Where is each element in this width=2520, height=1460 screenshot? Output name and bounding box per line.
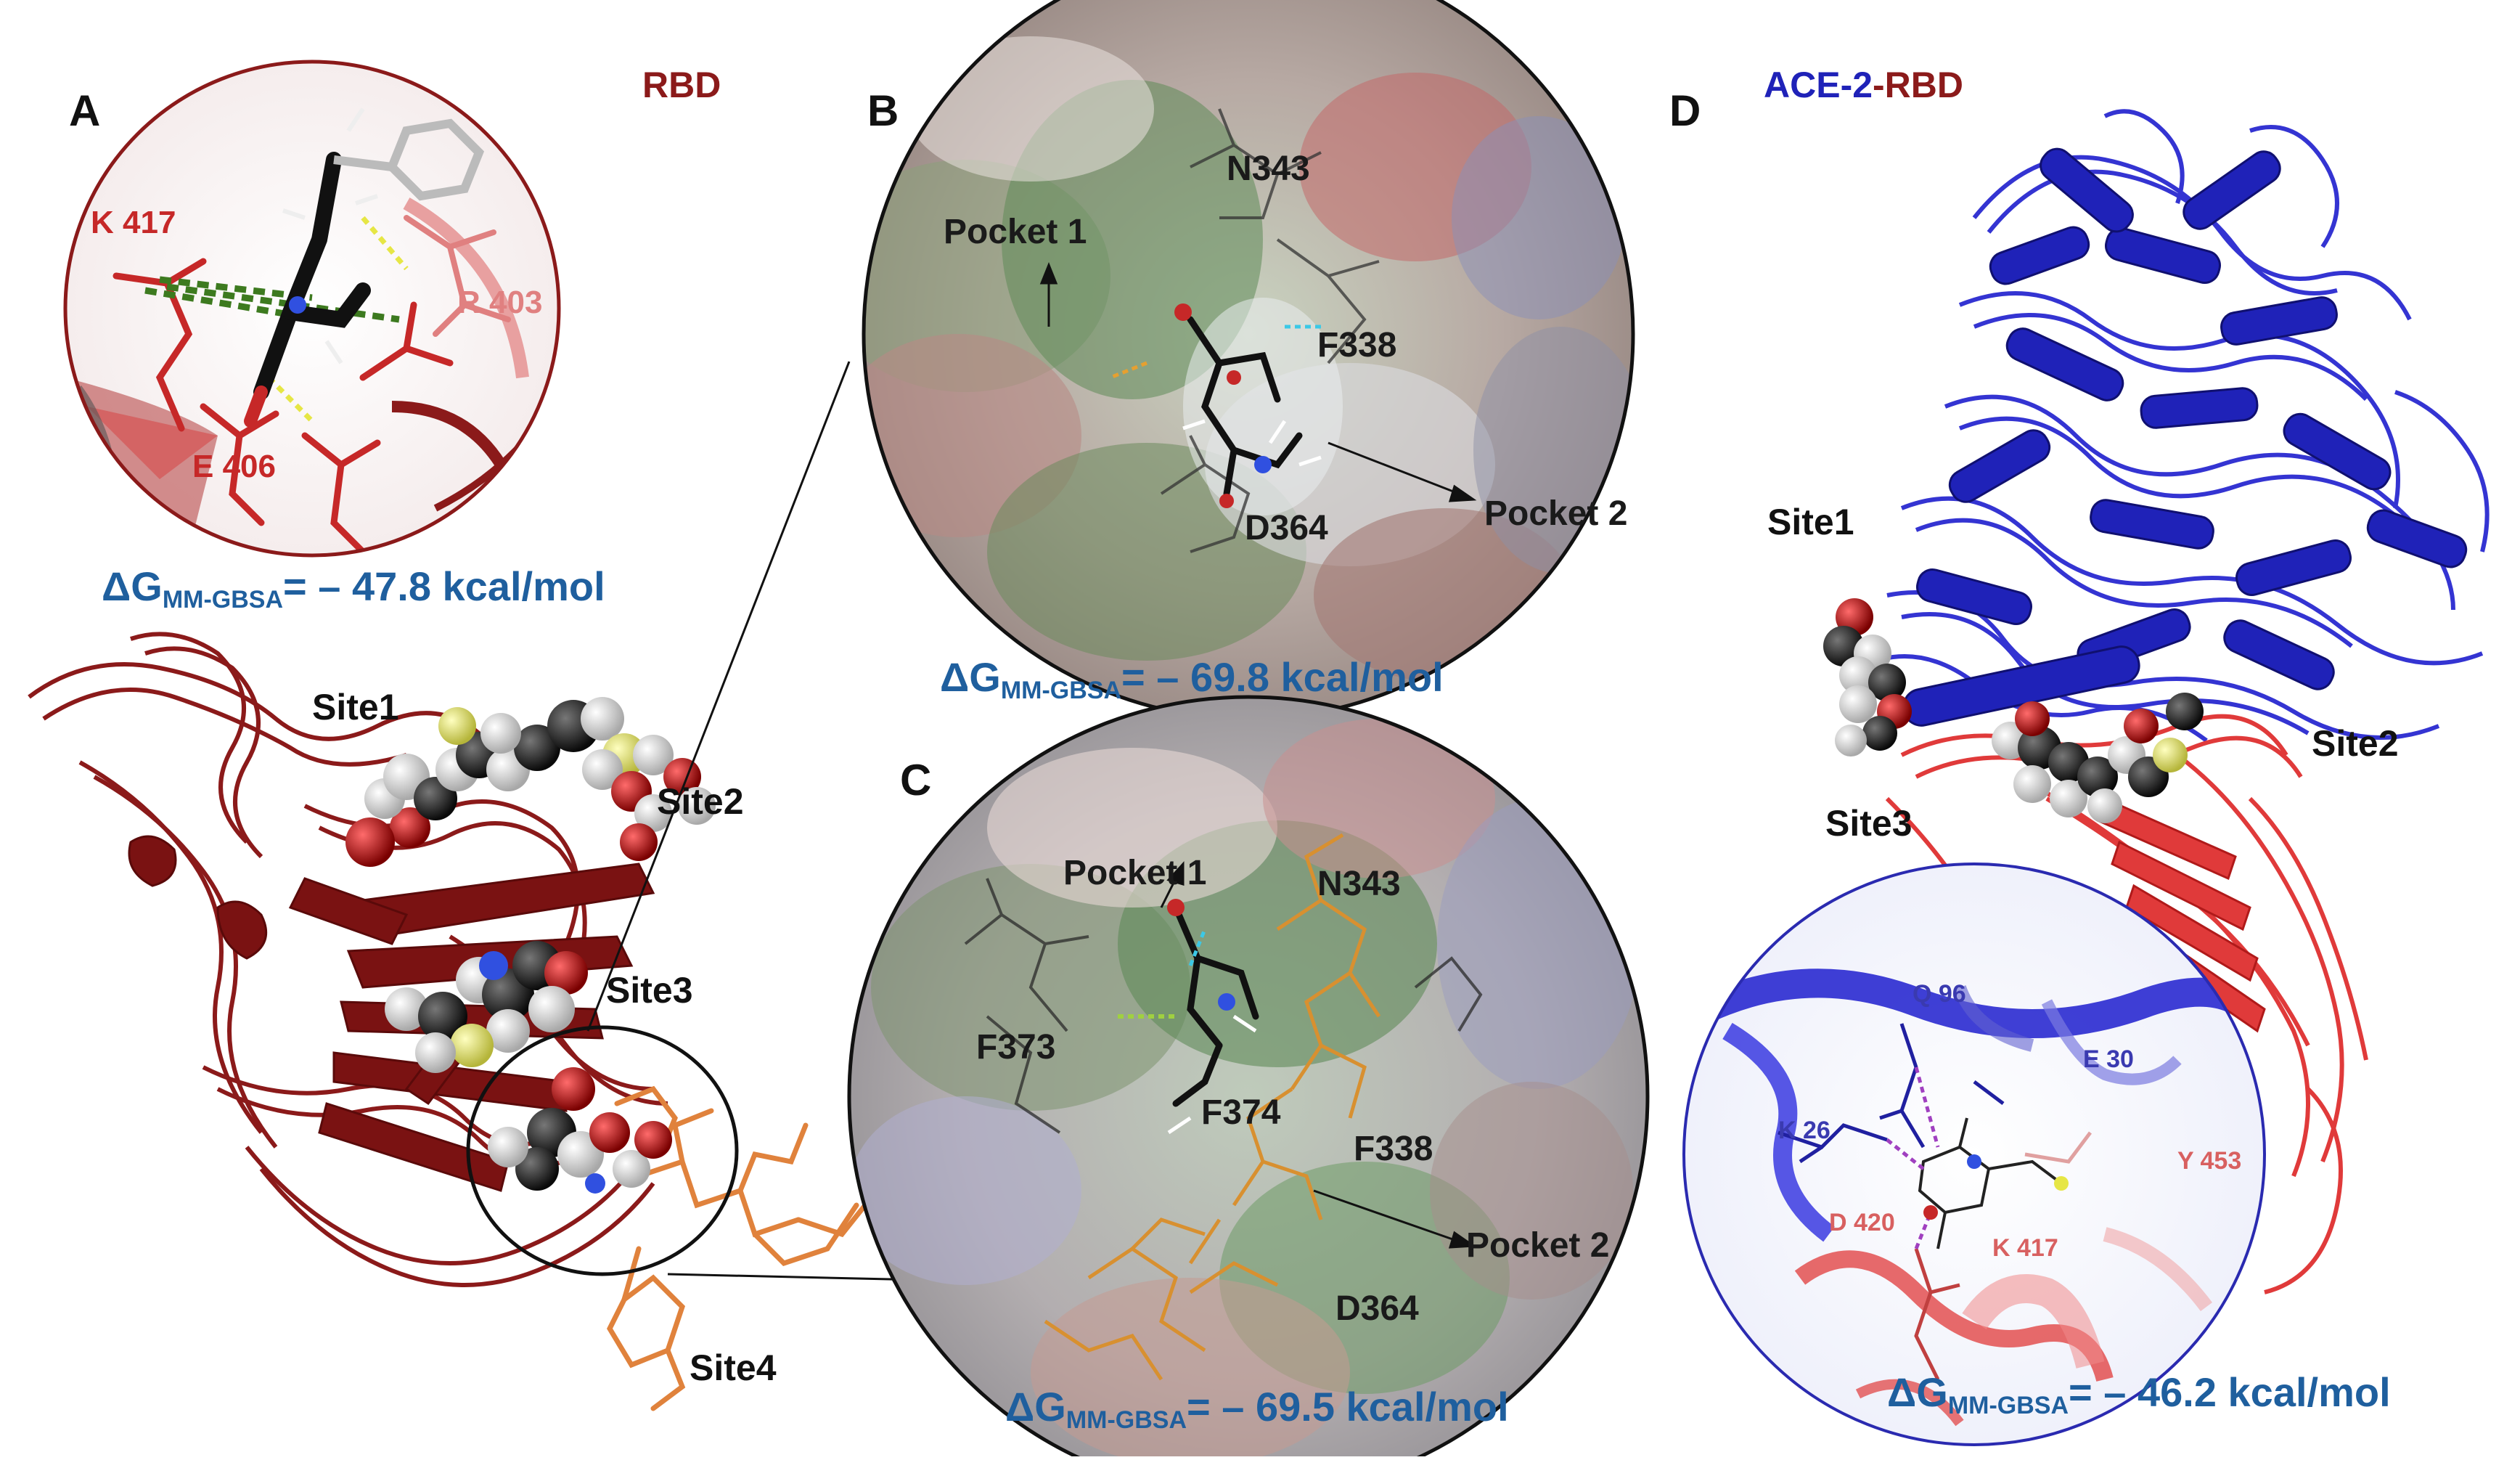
panel-d-ligands (1823, 598, 2204, 823)
site1-label: Site1 (312, 687, 399, 727)
residue-label-d364-c: D364 (1335, 1289, 1419, 1328)
residue-label-f373: F373 (976, 1028, 1056, 1067)
panel-d-inset (1684, 864, 2265, 1445)
pocket-2-label: Pocket 2 (1484, 494, 1628, 533)
site2-label: Site2 (657, 781, 744, 822)
site3-label: Site3 (606, 970, 693, 1011)
panel-c-pocket-arrows (1160, 861, 1477, 1249)
residue-label-e30: E 30 (2083, 1045, 2134, 1073)
panel-d-title: ACE-2-RBD (1764, 65, 1964, 105)
residue-label-d420: D 420 (1829, 1209, 1895, 1236)
panel-a-ligands (345, 697, 716, 1194)
residue-label-n343-c: N343 (1317, 865, 1401, 903)
residue-label-k417-d: K 417 (1992, 1234, 2058, 1262)
residue-label-n343: N343 (1227, 150, 1310, 188)
panel-a-letter: A (69, 86, 101, 135)
residue-label-k417: K 417 (91, 205, 176, 240)
pocket-1-label-c: Pocket 1 (1063, 854, 1207, 892)
panel-a-title: RBD (642, 65, 721, 105)
panel-c-letter: C (900, 756, 932, 804)
residue-label-f338: F338 (1317, 326, 1397, 364)
panel-d-binding-energy: ΔGMM-GBSA= – 46.2 kcal/mol (1887, 1369, 2391, 1419)
panel-b-pocket-arrows (1039, 261, 1477, 502)
panel-b-binding-energy: ΔGMM-GBSA= – 69.8 kcal/mol (940, 654, 1444, 704)
site4-label: Site4 (690, 1347, 777, 1388)
panel-d-ace2-helices (1902, 147, 2468, 727)
panel-b-surface (864, 0, 1633, 719)
panel-d-site2-label: Site2 (2312, 723, 2399, 764)
residue-label-e406: E 406 (192, 449, 276, 484)
panel-d-site1-label: Site1 (1767, 502, 1854, 542)
residue-label-r403: R 403 (457, 285, 543, 320)
site3-highlight-circle (466, 1025, 739, 1276)
panel-b-letter: B (867, 86, 899, 135)
pocket-2-label-c: Pocket 2 (1466, 1226, 1610, 1265)
residue-label-k26: K 26 (1778, 1117, 1830, 1144)
panel-d-site3-label: Site3 (1825, 803, 1912, 844)
panel-a-inset (65, 62, 559, 555)
residue-label-q96: Q 96 (1912, 980, 1966, 1008)
residue-label-f374: F374 (1201, 1093, 1281, 1132)
panel-d-letter: D (1669, 86, 1701, 135)
residue-label-d364: D364 (1245, 509, 1328, 547)
residue-label-f338-c: F338 (1354, 1130, 1433, 1168)
panel-c-binding-energy: ΔGMM-GBSA= – 69.5 kcal/mol (1005, 1384, 1509, 1434)
panel-a-binding-energy: ΔGMM-GBSA= – 47.8 kcal/mol (102, 563, 605, 613)
panel-c-surface (849, 697, 1648, 1460)
pocket-1-label: Pocket 1 (944, 213, 1087, 251)
residue-label-y453: Y 453 (2177, 1147, 2242, 1175)
